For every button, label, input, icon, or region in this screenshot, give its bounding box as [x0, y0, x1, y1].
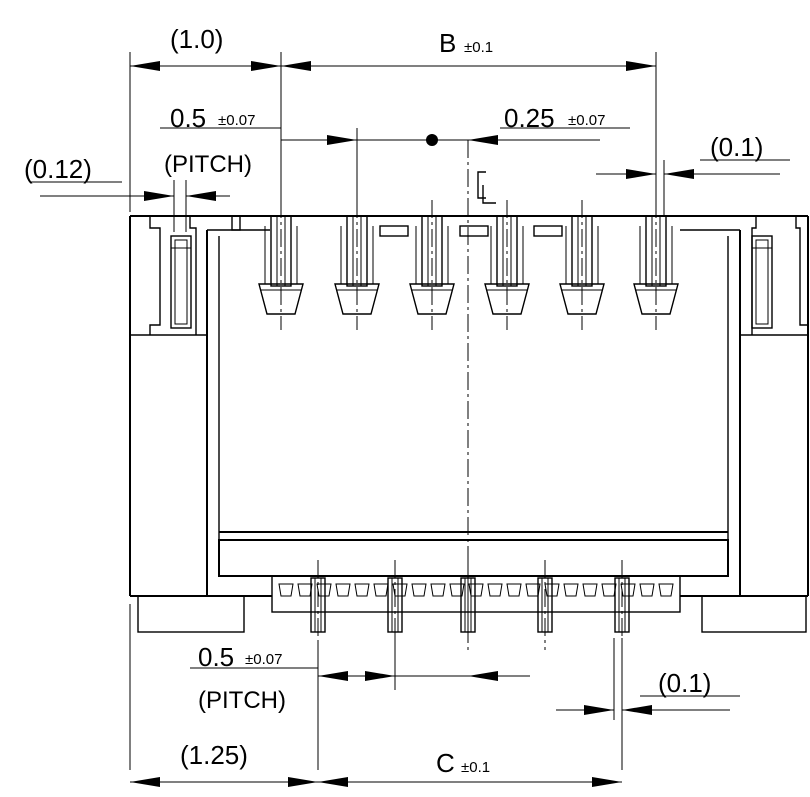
- label-left-bottom: (1.25): [180, 740, 248, 770]
- top-contact: [633, 200, 679, 330]
- label-c-tol: ±0.1: [461, 759, 490, 776]
- label-pitch-top: 0.5: [170, 103, 206, 133]
- label-left-edge: (0.12): [24, 154, 92, 184]
- label-left-top: (1.0): [170, 24, 223, 54]
- label-pin-width-bottom: (0.1): [658, 668, 711, 698]
- top-contact: [559, 200, 605, 330]
- dimension-labels: (1.0) B ±0.1 0.5 ±0.07 (PITCH) 0.25 ±0.0…: [24, 24, 763, 778]
- bottom-contact: [537, 560, 553, 650]
- dimension-lines: [30, 61, 790, 787]
- bottom-contact: [614, 560, 630, 650]
- centerline-symbol: [477, 171, 496, 204]
- label-c: C: [436, 748, 455, 778]
- label-pitch-bottom-tol: ±0.07: [245, 651, 282, 668]
- label-pitch-top-tol: ±0.07: [218, 112, 255, 129]
- bottom-contact: [387, 560, 403, 650]
- housing-outline: [129, 215, 809, 633]
- label-b: B: [439, 28, 456, 58]
- datum-dot: [426, 134, 438, 146]
- top-contact: [258, 200, 304, 330]
- label-offset-top-tol: ±0.07: [568, 112, 605, 129]
- label-offset-top: 0.25: [504, 103, 555, 133]
- top-contact: [409, 200, 455, 330]
- top-contact: [334, 200, 380, 330]
- label-pitch-bottom-note: (PITCH): [198, 687, 286, 714]
- label-b-tol: ±0.1: [464, 39, 493, 56]
- bottom-contact: [310, 560, 326, 650]
- top-contact: [484, 200, 530, 330]
- label-pitch-top-note: (PITCH): [164, 151, 252, 178]
- bottom-contacts: [271, 560, 681, 650]
- extension-lines: [129, 52, 665, 770]
- label-pitch-bottom: 0.5: [198, 642, 234, 672]
- top-contacts: [258, 200, 679, 330]
- label-pin-width-top: (0.1): [710, 132, 763, 162]
